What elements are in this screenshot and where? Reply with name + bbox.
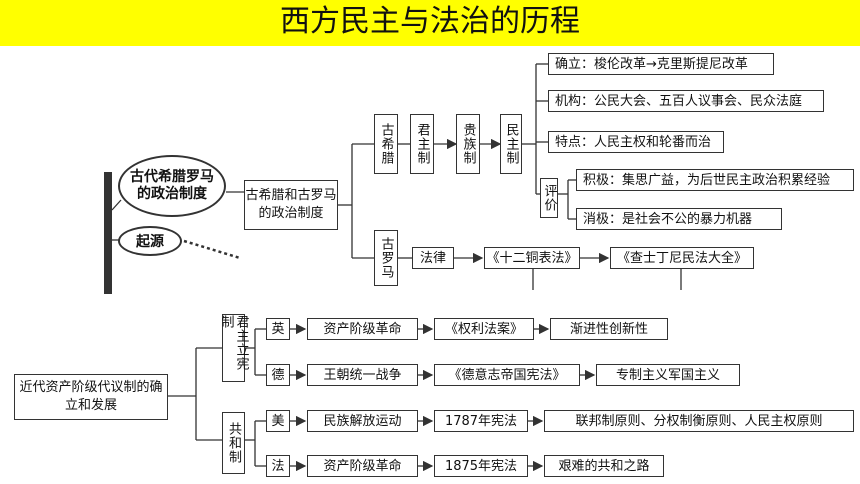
result-england: 渐进性创新性 [550,318,668,340]
event-usa: 民族解放运动 [307,410,418,432]
country-england: 英 [266,318,290,340]
features-box: 特点：人民主权和轮番而治 [548,131,724,153]
positive-evaluation-box: 积极：集思广益，为后世民主政治积累经验 [576,169,854,191]
document-england: 《权利法案》 [434,318,534,340]
event-france: 资产阶级革命 [307,455,418,477]
republic-box: 共和制 [222,412,245,474]
ancient-politics-bubble: 古代希腊罗马的政治制度 [118,155,226,217]
negative-evaluation-box: 消极：是社会不公的暴力机器 [576,208,782,230]
page-title: 西方民主与法治的历程 [280,4,580,39]
result-france: 艰难的共和之路 [544,455,664,477]
twelve-tables-box: 《十二铜表法》 [484,247,580,269]
rome-box: 古罗马 [374,230,398,286]
modern-root-box: 近代资产阶级代议制的确立和发展 [14,374,168,420]
institutions-box: 机构：公民大会、五百人议事会、民众法庭 [548,90,824,112]
monarchy-box: 君主制 [410,114,434,174]
event-germany: 王朝统一战争 [307,364,418,386]
country-germany: 德 [266,364,290,386]
aristocracy-box: 贵族制 [456,114,480,174]
event-england: 资产阶级革命 [307,318,418,340]
country-france: 法 [266,455,290,477]
democracy-box: 民主制 [500,114,522,174]
country-usa: 美 [266,410,290,432]
origin-bubble: 起源 [118,226,182,256]
title-banner [0,0,860,46]
document-usa: 1787年宪法 [434,410,528,432]
greece-rome-root-box: 古希腊和古罗马的政治制度 [244,180,338,230]
justinian-code-box: 《查士丁尼民法大全》 [610,247,754,269]
establish-box: 确立：梭伦改革→克里斯提尼改革 [548,53,774,75]
document-germany: 《德意志帝国宪法》 [434,364,580,386]
document-france: 1875年宪法 [434,455,528,477]
law-box: 法律 [412,247,454,269]
result-germany: 专制主义军国主义 [596,364,740,386]
evaluation-box: 评价 [540,178,558,218]
greece-box: 古希腊 [374,114,398,174]
constitutional-monarchy-box: 君主立宪制 [219,314,249,382]
result-usa: 联邦制原则、分权制衡原则、人民主权原则 [544,410,854,432]
